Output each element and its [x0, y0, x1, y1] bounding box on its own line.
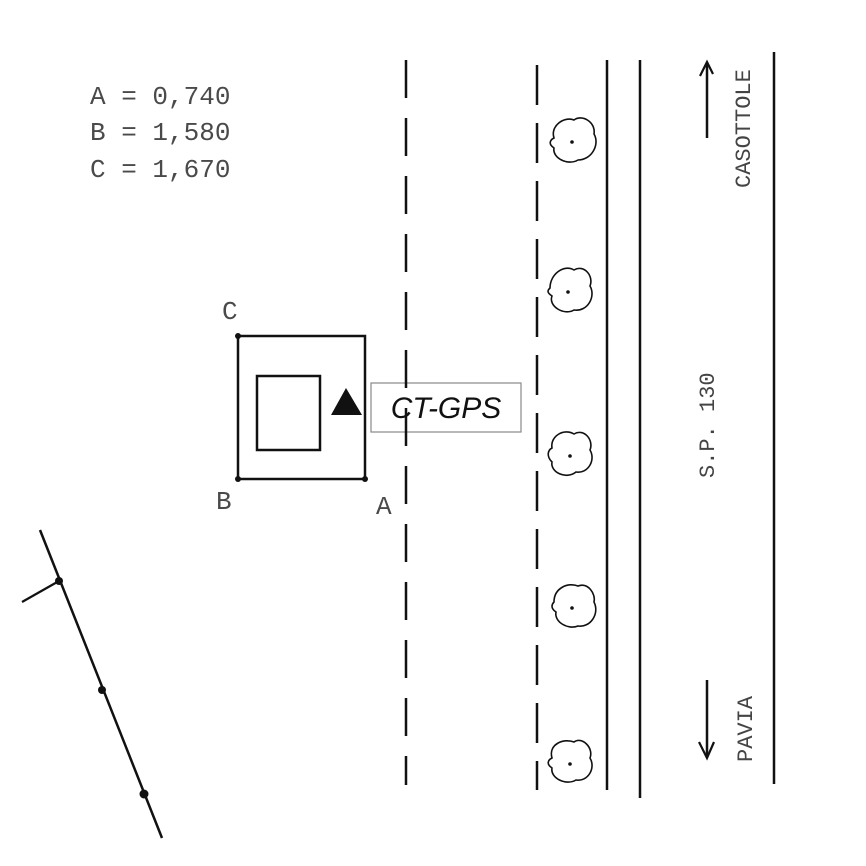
tree-icon	[547, 739, 593, 783]
measurement-c: C = 1,670	[90, 155, 230, 185]
diagonal-point	[139, 789, 149, 799]
corner-label-c: C	[222, 297, 238, 327]
diagonal-branch	[21, 580, 60, 603]
corner-c-point	[235, 333, 241, 339]
gps-label-box	[370, 382, 522, 433]
gps-label: CT-GPS	[391, 392, 502, 425]
measurement-a: A = 0,740	[90, 82, 230, 112]
corner-b-point	[235, 476, 241, 482]
direction-north-label: CASOTTOLE	[732, 69, 757, 188]
corner-a-point	[362, 476, 368, 482]
corner-label-a: A	[376, 492, 392, 522]
road-name: S.P. 130	[696, 372, 721, 478]
tree-row	[547, 117, 597, 783]
building-footprint	[255, 374, 322, 452]
measurement-b: B = 1,580	[90, 118, 230, 148]
plot-outline	[236, 334, 367, 481]
tree-icon	[547, 431, 593, 477]
measurements-legend: A = 0,740 B = 1,580 C = 1,670	[90, 82, 230, 185]
arrow-up-icon	[699, 59, 714, 138]
corner-label-b: B	[216, 487, 232, 517]
gps-marker: CT-GPS	[331, 382, 522, 433]
arrow-down-icon	[698, 680, 716, 761]
direction-south-label: PAVIA	[734, 695, 759, 762]
diagonal-point	[55, 577, 63, 585]
diagonal-boundary	[21, 529, 164, 839]
building-plot: C B A	[216, 297, 392, 522]
tree-icon	[549, 117, 597, 163]
tree-icon	[547, 267, 593, 313]
triangle-marker-icon	[331, 388, 362, 415]
tree-icon	[551, 584, 597, 628]
diagonal-point	[98, 686, 106, 694]
